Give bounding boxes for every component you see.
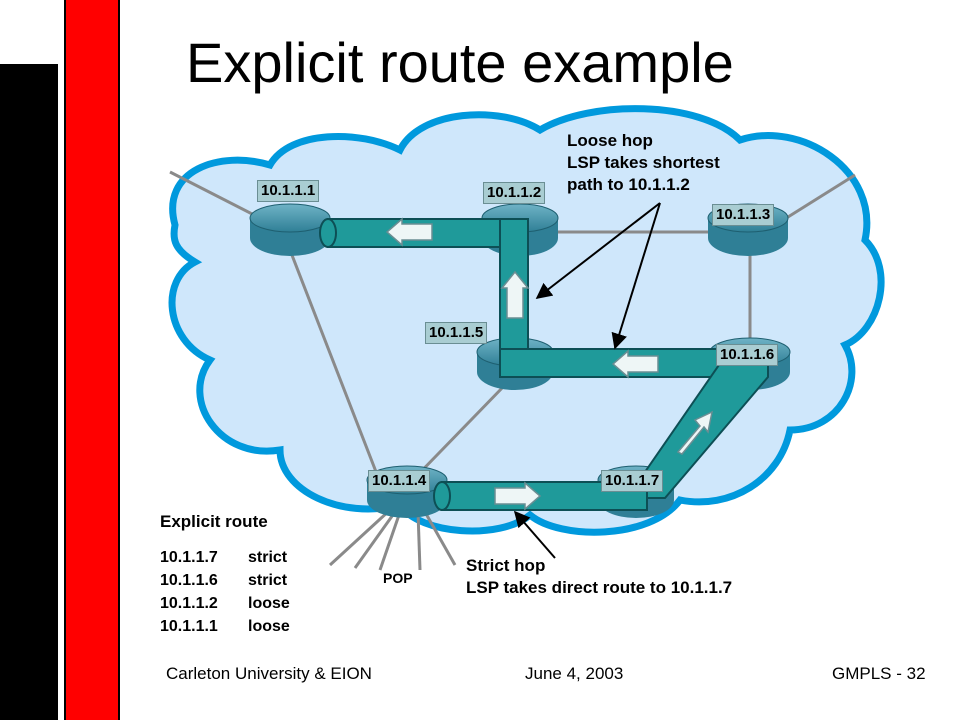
route-entry-address: 10.1.1.7	[160, 549, 218, 566]
router-label-r3: 10.1.1.3	[712, 204, 775, 226]
sidebar-red-bar	[64, 0, 120, 720]
router-label-r5: 10.1.1.5	[425, 322, 488, 344]
strict-hop-line2: LSP takes direct route to 10.1.1.7	[466, 578, 733, 597]
route-entry: 10.1.1.2 loose	[160, 592, 290, 615]
direction-arrow-up-icon	[500, 270, 530, 319]
route-entry-address: 10.1.1.1	[160, 618, 218, 635]
route-entry-type: loose	[248, 618, 290, 635]
loose-hop-pointer-1	[535, 202, 661, 299]
direction-arrow-up-right-icon	[676, 410, 714, 455]
sidebar-black-bar	[0, 64, 58, 720]
router-r1	[249, 203, 331, 256]
route-entry-address: 10.1.1.2	[160, 595, 218, 612]
router-label-r2: 10.1.1.2	[483, 182, 546, 204]
explicit-route-list: 10.1.1.7 strict 10.1.1.6 strict 10.1.1.2…	[160, 546, 290, 638]
loose-hop-line3: path to 10.1.1.2	[567, 175, 690, 194]
link-edge-r3	[779, 173, 856, 224]
router-label-r7: 10.1.1.7	[601, 470, 664, 492]
slide-title: Explicit route example	[186, 31, 734, 94]
footer-center: June 4, 2003	[525, 664, 624, 683]
pop-line-2	[353, 511, 397, 569]
route-entry-address: 10.1.1.6	[160, 572, 218, 589]
route-entry: 10.1.1.1 loose	[160, 615, 290, 638]
route-entry: 10.1.1.6 strict	[160, 569, 290, 592]
loose-hop-line1: Loose hop	[567, 131, 653, 150]
pop-line-1	[328, 508, 392, 567]
router-label-r1: 10.1.1.1	[257, 180, 320, 202]
pop-line-5	[423, 511, 457, 566]
explicit-route-heading: Explicit route	[160, 512, 268, 531]
route-entry-type: strict	[248, 572, 288, 589]
strict-hop-pointer	[513, 510, 556, 559]
footer-left: Carleton University & EION	[166, 664, 372, 683]
link-edge-r1	[169, 170, 261, 220]
direction-arrow-left-icon	[611, 349, 659, 379]
strict-hop-annotation: Strict hop LSP takes direct route to 10.…	[466, 555, 732, 599]
route-entry: 10.1.1.7 strict	[160, 546, 290, 569]
route-entry-type: loose	[248, 595, 290, 612]
pop-line-4	[416, 511, 422, 571]
footer-right: GMPLS - 32	[832, 664, 926, 683]
strict-hop-line1: Strict hop	[466, 556, 546, 575]
direction-arrow-right-icon	[494, 481, 542, 511]
pop-line-3	[378, 511, 402, 571]
link-r1-r4	[288, 249, 387, 496]
loose-hop-annotation: Loose hop LSP takes shortest path to 10.…	[567, 130, 720, 196]
router-label-r6: 10.1.1.6	[716, 344, 779, 366]
loose-hop-line2: LSP takes shortest	[567, 153, 720, 172]
pop-label: POP	[383, 570, 413, 586]
loose-hop-pointer-2	[611, 202, 661, 350]
router-label-r4: 10.1.1.4	[368, 470, 431, 492]
direction-arrow-left-icon-2	[385, 217, 433, 247]
route-entry-type: strict	[248, 549, 288, 566]
